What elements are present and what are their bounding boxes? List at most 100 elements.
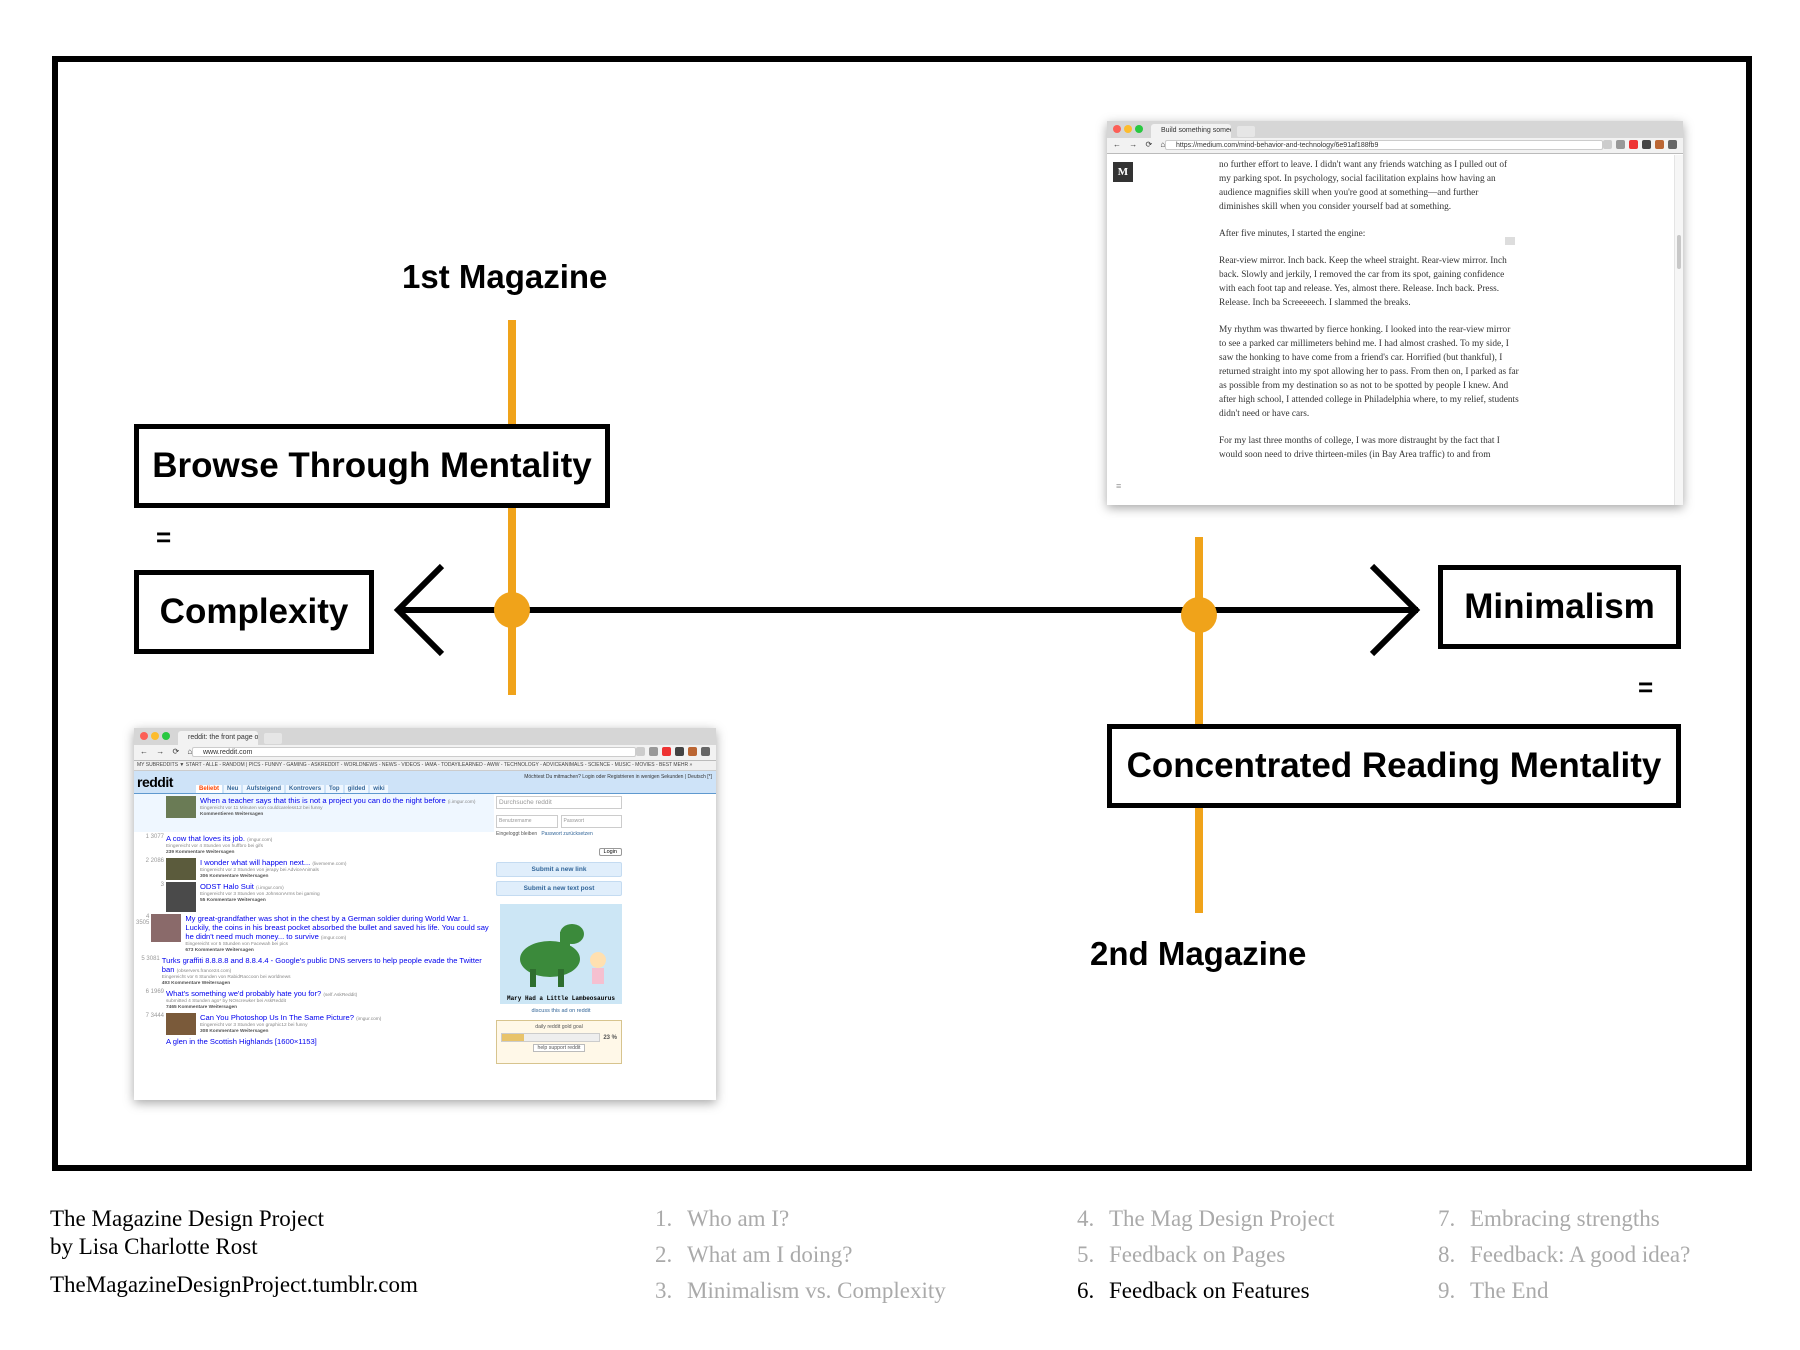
complexity-text: Complexity xyxy=(159,592,349,631)
article-paragraph: My rhythm was thwarted by fierce honking… xyxy=(1219,325,1519,419)
nav-item: 8. Feedback: A good idea? xyxy=(1438,1241,1690,1269)
login-form: Benutzername Passwort xyxy=(496,815,622,828)
post-body: Can You Photoshop Us In The Same Picture… xyxy=(200,1013,381,1035)
nav-number: 8. xyxy=(1438,1242,1456,1267)
gold-progress-bar xyxy=(501,1033,601,1042)
complexity-box: Complexity xyxy=(134,570,374,654)
post-meta: Eingereicht vor 3 Stunden von JohnsonArm… xyxy=(200,892,320,897)
bookmark-icon xyxy=(1655,140,1664,149)
reddit-frontpage-screenshot: reddit: the front page of t... ← → ⟳ ⌂ w… xyxy=(134,728,716,1100)
extension-icons xyxy=(636,747,710,756)
browser-tab-bar: reddit: the front page of t... xyxy=(134,728,716,745)
minimize-dot-icon xyxy=(151,732,159,740)
post-title-text: ODST Halo Suit xyxy=(200,882,254,891)
nav-label: Feedback: A good idea? xyxy=(1470,1242,1691,1267)
post-domain: (livememe.com) xyxy=(312,862,347,867)
nav-item: 1. Who am I? xyxy=(655,1205,946,1233)
post-actions: 7465 Kommentare Weitersagen xyxy=(166,1005,238,1010)
list-item: When a teacher says that this is not a p… xyxy=(134,794,494,832)
post-body: What's something we'd probably hate you … xyxy=(166,989,357,1011)
minimalism-box: Minimalism xyxy=(1438,565,1681,649)
bookmark-icon xyxy=(688,747,697,756)
nav-item: 4.The Mag Design Project xyxy=(1077,1205,1334,1233)
post-title-text: Turks graffiti 8.8.8.8 and 8.8.4.4 - Goo… xyxy=(161,956,482,974)
left-arrowhead xyxy=(393,563,445,657)
mail-icon xyxy=(649,747,658,756)
post-actions: 308 Kommentare Weitersagen xyxy=(200,1029,269,1034)
post-thumbnail xyxy=(151,914,182,942)
reddit-header: reddit Beliebt Neu Aufsteigend Kontrover… xyxy=(134,771,716,794)
project-website: TheMagazineDesignProject.tumblr.com xyxy=(50,1272,418,1297)
list-item: A glen in the Scottish Highlands [1600×1… xyxy=(134,1035,494,1046)
article-text: no further effort to leave. I didn't wan… xyxy=(1219,158,1519,462)
login-hint: Möchtest Du mitmachen? Login oder Regist… xyxy=(524,774,712,780)
list-item: 2 2086 I wonder what will happen next...… xyxy=(134,856,494,880)
post-body: I wonder what will happen next... (livem… xyxy=(200,858,346,880)
dinosaur-illustration xyxy=(520,924,606,987)
reddit-content: When a teacher says that this is not a p… xyxy=(134,794,716,1084)
nav-number: 1. xyxy=(655,1206,673,1231)
tab-top: Top xyxy=(326,785,343,793)
nav-number: 4. xyxy=(1077,1206,1095,1231)
post-thumbnail xyxy=(166,796,196,818)
post-body: A cow that loves its job. (imgur.com) Ei… xyxy=(166,834,272,856)
post-title-text: My great-grandfather was shot in the che… xyxy=(185,914,489,941)
tab-neu: Neu xyxy=(224,785,242,793)
post-meta: Eingereicht vor 2 Stunden von jerapy bei… xyxy=(200,868,319,873)
search-input: Durchsuche reddit xyxy=(496,796,622,809)
post-actions: 55 Kommentare Weitersagen xyxy=(200,898,266,903)
rank-number: 3 xyxy=(160,882,164,888)
post-rank: 1 3077 xyxy=(136,834,166,840)
address-bar: www.reddit.com xyxy=(192,747,636,757)
tab-aufsteigend: Aufsteigend xyxy=(243,785,285,793)
nav-number: 2. xyxy=(655,1242,673,1267)
medium-article-screenshot: Build something someone... ← → ⟳ ⌂ https… xyxy=(1107,121,1683,505)
equals-left: = xyxy=(156,522,172,552)
minimalism-text: Minimalism xyxy=(1464,587,1655,626)
post-domain: (self.AskReddit) xyxy=(323,993,358,998)
reddit-sidebar: Durchsuche reddit Benutzername Passwort … xyxy=(496,794,626,1064)
score: 3444 xyxy=(150,1013,164,1019)
post-title: When a teacher says that this is not a p… xyxy=(200,796,476,806)
reddit-sort-tabs: Beliebt Neu Aufsteigend Kontrovers Top g… xyxy=(196,785,388,793)
adblock-icon xyxy=(662,747,671,756)
magazine-2-label: 2nd Magazine xyxy=(1090,935,1307,972)
article-body: M no further effort to leave. I didn't w… xyxy=(1107,154,1683,462)
nav-item: 9.The End xyxy=(1438,1277,1690,1305)
rank-number: 7 xyxy=(145,1013,149,1019)
window-controls xyxy=(140,732,170,740)
gold-button-row: help support reddit xyxy=(497,1044,621,1052)
concentrated-reading-mentality-box: Concentrated Reading Mentality xyxy=(1107,724,1681,808)
post-title: Turks graffiti 8.8.8.8 and 8.8.4.4 - Goo… xyxy=(162,956,494,975)
project-author: by Lisa Charlotte Rost xyxy=(50,1234,258,1259)
extension-icons xyxy=(1603,140,1677,149)
scrollbar-track xyxy=(1674,155,1683,505)
nav-item: 2.What am I doing? xyxy=(655,1241,946,1269)
minimize-dot-icon xyxy=(1124,125,1132,133)
post-title-text: Can You Photoshop Us In The Same Picture… xyxy=(200,1013,354,1022)
browse-through-mentality-text: Browse Through Mentality xyxy=(152,446,592,485)
list-item: 6 1969 What's something we'd probably ha… xyxy=(134,987,494,1011)
post-actions: 673 Kommentare Weitersagen xyxy=(185,948,254,953)
post-actions: 239 Kommentare Weitersagen xyxy=(166,850,235,855)
score: 3505 xyxy=(136,920,150,926)
nav-label: Feedback on Features xyxy=(1109,1278,1310,1303)
browser-tab-bar: Build something someone... xyxy=(1107,121,1683,138)
post-domain: (i.imgur.com) xyxy=(447,800,476,805)
tab-beliebt: Beliebt xyxy=(196,785,223,793)
new-tab-icon xyxy=(264,733,282,744)
gold-goal-widget: daily reddit gold goal 23 % help support… xyxy=(496,1020,622,1064)
post-body: When a teacher says that this is not a p… xyxy=(200,796,476,818)
extension-icon xyxy=(675,747,684,756)
browser-tab: reddit: the front page of t... xyxy=(178,731,258,745)
post-title: A glen in the Scottish Highlands [1600×1… xyxy=(166,1037,317,1046)
password-field: Passwort xyxy=(560,815,622,828)
nav-label: Who am I? xyxy=(687,1206,790,1231)
post-title: I wonder what will happen next... (livem… xyxy=(200,858,346,868)
list-item: 5 3081 Turks graffiti 8.8.8.8 and 8.8.4.… xyxy=(134,954,494,987)
login-options: Eingeloggt bleiben Passwort zurücksetzen xyxy=(496,831,626,837)
sponsored-ad: Mary Had a Little Lambeosaurus xyxy=(500,904,622,1004)
rank-number: 2 xyxy=(145,858,149,864)
concentrated-reading-mentality-text: Concentrated Reading Mentality xyxy=(1126,746,1662,785)
